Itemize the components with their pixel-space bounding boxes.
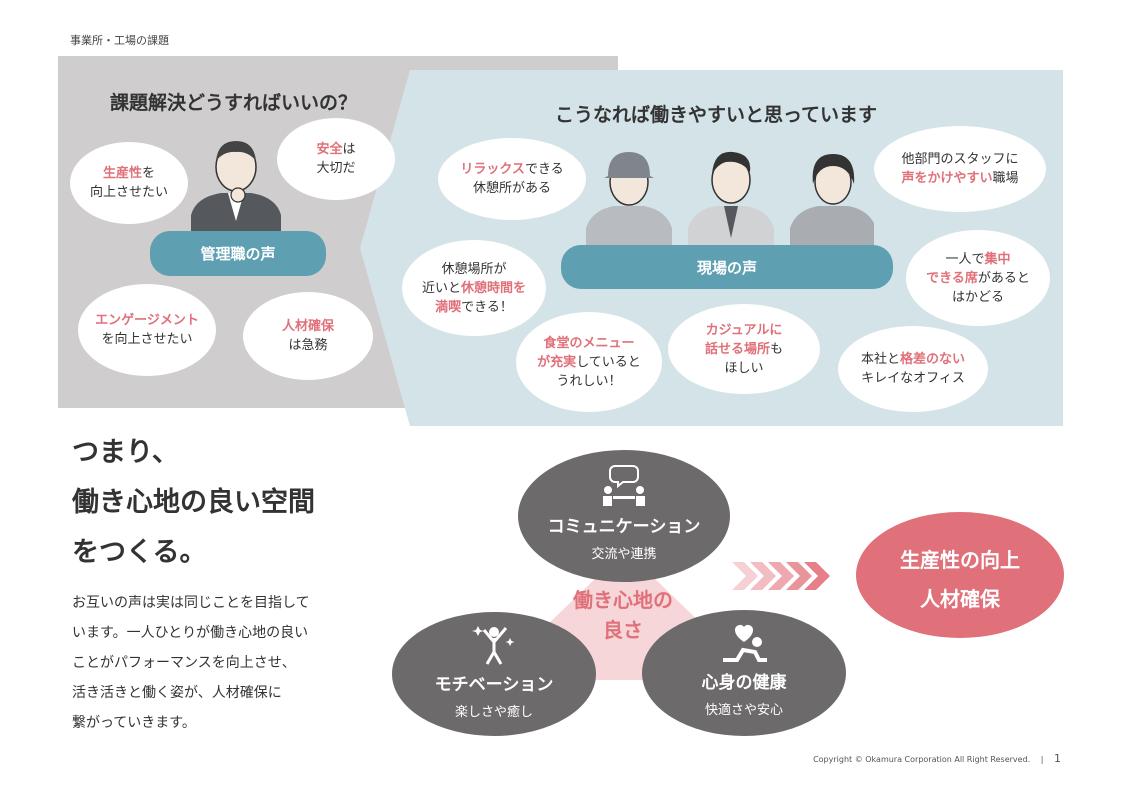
bubble-talk-staff: 他部門のスタッフに声をかけやすい職場 (874, 126, 1046, 212)
headline-line-2: 働き心地の良い空間 (72, 487, 315, 518)
bubble-cafeteria: 食堂のメニューが充実しているとうれしい！ (516, 312, 662, 412)
result-ellipse: 生産性の向上 人材確保 (856, 512, 1064, 638)
manager-voice-label: 管理職の声 (150, 231, 326, 276)
footer: Copyright © Okamura Corporation All Righ… (813, 752, 1061, 765)
bubble-engagement: エンゲージメントを向上させたい (78, 284, 216, 376)
bubble-focus-seat: 一人で集中できる席があるとはかどる (906, 230, 1050, 326)
field-voice-label: 現場の声 (561, 245, 893, 289)
bubble-clean-office: 本社と格差のないキレイなオフィス (838, 326, 988, 412)
meeting-icon (603, 465, 645, 506)
motivation-ellipse: モチベーション 楽しさや癒し (392, 612, 596, 736)
manager-figure-icon (191, 141, 281, 235)
body-text: お互いの声は実は同じことを目指して います。一人ひとりが働き心地の良い ことがパ… (72, 595, 310, 731)
bubble-productivity: 生産性を向上させたい (70, 142, 188, 224)
bubble-talent: 人材確保は急務 (243, 292, 373, 380)
cheer-icon (472, 626, 515, 665)
breadcrumb: 事業所・工場の課題 (70, 34, 169, 47)
bubble-safety: 安全は大切だ (277, 118, 395, 200)
page-number: 1 (1054, 752, 1061, 765)
headline-line-3: をつくる。 (72, 537, 207, 568)
field-title: こうなれば働きやすいと思っています (555, 104, 878, 126)
relax-heart-icon (723, 625, 767, 662)
workers-figure-icon (586, 151, 874, 248)
manager-title: 課題解決どうすればいいの？ (110, 92, 358, 114)
bubble-casual-place: カジュアルに話せる場所もほしい (668, 304, 820, 394)
headline-line-1: つまり、 (72, 437, 179, 468)
bubble-break-area: 休憩場所が近いと休憩時間を満喫できる！ (402, 240, 546, 336)
copyright-text: Copyright © Okamura Corporation All Righ… (813, 755, 1031, 764)
diagram-center-label: 働き心地の 良さ (573, 588, 673, 642)
health-ellipse: 心身の健康 快適さや安心 (642, 610, 846, 736)
arrow-chevrons (732, 562, 830, 590)
communication-ellipse: コミュニケーション 交流や連携 (518, 450, 730, 582)
bubble-relax: リラックスできる休憩所がある (438, 138, 586, 220)
